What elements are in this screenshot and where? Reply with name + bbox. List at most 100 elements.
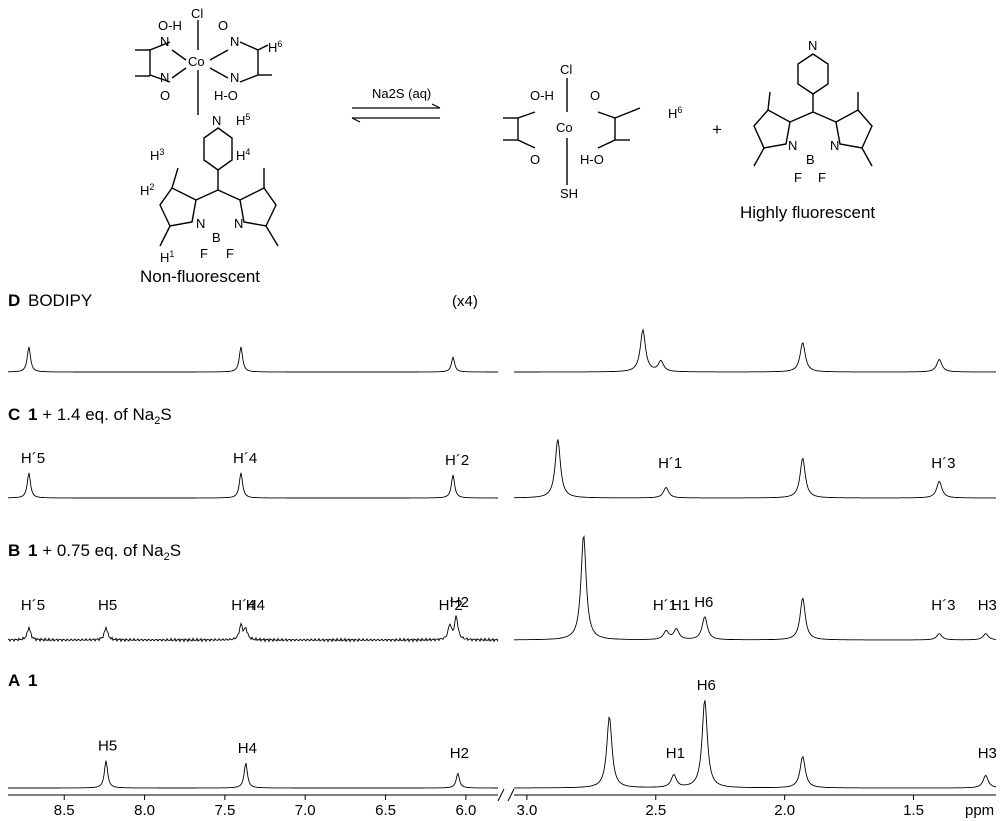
peak-label: H´3 — [931, 597, 955, 614]
atom-b: B — [806, 152, 815, 167]
peak-label: H´2 — [439, 597, 463, 614]
reaction-scheme: Cl Co O-H O N N N N O H-O H6 N H5 — [135, 6, 875, 286]
letter-a: A — [8, 671, 20, 690]
scale-note: (x4) — [452, 293, 478, 310]
atom-h6: H6 — [268, 39, 282, 55]
atom-n: N — [160, 70, 169, 85]
label-d: BODIPY — [28, 291, 92, 310]
axis-break-mark — [497, 788, 515, 802]
atom-n: N — [230, 70, 239, 85]
atom-f: F — [226, 246, 234, 261]
peak-label: H1 — [671, 597, 690, 614]
label-highly-fluorescent: Highly fluorescent — [740, 203, 875, 222]
peak-label: H4 — [238, 740, 257, 757]
peak-label: H4 — [246, 597, 265, 614]
spectra-traces — [7, 328, 997, 789]
spectrum-trace — [514, 700, 997, 789]
atom-n: N — [196, 216, 205, 231]
atom-h3: H3 — [150, 147, 164, 163]
atom-n: N — [808, 38, 817, 53]
peak-label: H´2 — [445, 452, 469, 469]
atom-n: N — [212, 113, 221, 128]
x-tick-label: 3.0 — [516, 802, 537, 819]
equilibrium-arrows: Na2S (aq) — [351, 86, 441, 123]
x-tick-label: 6.5 — [375, 802, 396, 819]
peak-label: H´4 — [233, 450, 257, 467]
atom-n: N — [830, 138, 839, 153]
x-tick-label: 2.0 — [774, 802, 795, 819]
x-tick-label: 6.0 — [455, 802, 476, 819]
spectrum-label-B: B 1 + 0.75 eq. of Na2S — [8, 541, 181, 563]
atom-n: N — [230, 34, 239, 49]
peak-label: H´1 — [658, 455, 682, 472]
atom-o: O — [160, 88, 170, 103]
atom-b: B — [212, 230, 221, 245]
atom-o: O — [530, 152, 540, 167]
x-tick-label: 8.5 — [54, 802, 75, 819]
x-tick-label: 7.0 — [295, 802, 316, 819]
spectrum-label-A: A 1 — [8, 671, 37, 690]
atom-co: Co — [188, 54, 205, 69]
atom-cl: Cl — [560, 62, 572, 77]
label-non-fluorescent: Non-fluorescent — [140, 267, 260, 286]
atom-o: O — [218, 18, 228, 33]
label-b: 1 + 0.75 eq. of Na2S — [28, 541, 181, 563]
peak-label: H´4 — [231, 597, 255, 614]
peak-label: H´5 — [21, 597, 45, 614]
x-tick-label: 1.5 — [903, 802, 924, 819]
atom-ho: H-O — [214, 88, 238, 103]
atom-h1: H1 — [160, 249, 174, 265]
peak-label: H´3 — [931, 455, 955, 472]
peak-label: H´5 — [21, 450, 45, 467]
peak-label: H6 — [697, 677, 716, 694]
atom-n: N — [234, 216, 243, 231]
atom-n: N — [160, 34, 169, 49]
bodipy-free-right: N N N B F F Highly fluorescent — [740, 38, 875, 222]
atom-sh: SH — [560, 186, 578, 201]
peak-label: H5 — [98, 738, 117, 755]
peak-label: H3 — [978, 597, 997, 614]
letter-c: C — [8, 405, 20, 424]
spectrum-trace — [8, 760, 498, 789]
peak-label: H2 — [450, 594, 469, 611]
spectrum-trace — [514, 328, 997, 373]
x-tick-label: 7.5 — [214, 802, 235, 819]
x-axis-label: ppm — [965, 802, 994, 819]
atom-cl: Cl — [191, 6, 203, 21]
spectrum-trace — [514, 535, 997, 641]
atom-h2: H2 — [140, 182, 154, 198]
spectrum-trace — [7, 615, 499, 643]
atom-oh: O-H — [158, 18, 182, 33]
spectrum-label-C: C 1 + 1.4 eq. of Na2S — [8, 405, 172, 427]
atom-co: Co — [556, 120, 573, 135]
atom-oh: O-H — [530, 88, 554, 103]
atom-f: F — [794, 170, 802, 185]
atom-h5: H5 — [236, 112, 250, 128]
cobaloxime-sh-complex: Cl Co O-H O O H-O SH H6 — [503, 62, 682, 201]
atom-ho: H-O — [580, 152, 604, 167]
atom-o: O — [590, 88, 600, 103]
atom-h6: H6 — [668, 105, 682, 121]
peak-label: H6 — [694, 594, 713, 611]
peak-label: H2 — [450, 745, 469, 762]
x-tick-label: 8.0 — [134, 802, 155, 819]
atom-f: F — [200, 246, 208, 261]
x-tick-label: 2.5 — [645, 802, 666, 819]
peak-label: H3 — [978, 745, 997, 762]
peak-label: H1 — [666, 745, 685, 762]
atom-f: F — [818, 170, 826, 185]
x-axis: 8.5 8.0 7.5 7.0 6.5 6.0 3.0 2.5 2.0 1.5 ppm — [8, 788, 996, 819]
atom-n: N — [788, 138, 797, 153]
reagent-label: Na2S (aq) — [372, 86, 431, 101]
bodipy-pyridine-left: N H5 H4 H3 H2 H1 N N B F F Non-fluoresce… — [140, 112, 279, 286]
label-c: 1 + 1.4 eq. of Na2S — [28, 405, 172, 427]
letter-b: B — [8, 541, 20, 560]
spectrum-trace — [8, 472, 498, 499]
atom-h4: H4 — [236, 147, 250, 163]
peak-label: H5 — [98, 597, 117, 614]
label-a: 1 — [28, 671, 37, 690]
spectrum-label-D: D BODIPY (x4) — [8, 291, 478, 310]
peak-label: H´1 — [653, 597, 677, 614]
